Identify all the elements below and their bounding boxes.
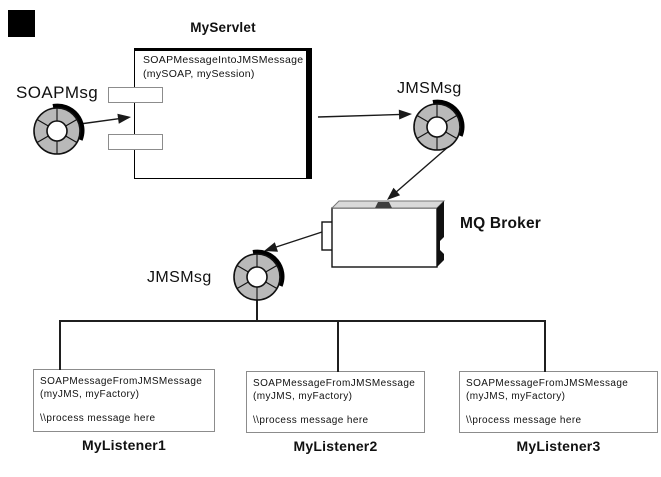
listener2-title: MyListener2 xyxy=(293,438,378,454)
soap-msg-icon xyxy=(34,106,82,154)
listener1-code-line3: \\process message here xyxy=(40,413,156,424)
jms-msg-bottom-icon xyxy=(234,252,282,300)
arrow-broker-to-jmsmsg xyxy=(264,231,323,252)
servlet-title: MyServlet xyxy=(190,20,256,35)
listener3-title: MyListener3 xyxy=(516,438,601,454)
listener2-code-line1: SOAPMessageFromJMSMessage xyxy=(253,378,416,389)
servlet-code-line1: SOAPMessageIntoJMSMessage xyxy=(143,54,304,66)
jms-msg-top-icon xyxy=(414,102,462,150)
mq-broker-label: MQ Broker xyxy=(460,215,542,232)
jms-msg-top-label: JMSMsg xyxy=(397,80,462,97)
listener1-code-line2: (myJMS, myFactory) xyxy=(40,389,140,400)
arrow-jmsmsg-to-broker xyxy=(387,146,449,200)
servlet-box xyxy=(134,48,312,179)
listener-tree-connector xyxy=(59,299,546,372)
listener3-box: SOAPMessageFromJMSMessage (myJMS, myFact… xyxy=(459,371,658,433)
jms-msg-bottom-label: JMSMsg xyxy=(147,269,212,286)
listener1-code-line1: SOAPMessageFromJMSMessage xyxy=(40,376,203,387)
listener1-box: SOAPMessageFromJMSMessage (myJMS, myFact… xyxy=(33,369,215,432)
listener3-code-line3: \\process message here xyxy=(466,415,582,426)
listener3-code-line1: SOAPMessageFromJMSMessage xyxy=(466,378,629,389)
listener3-code-line2: (myJMS, myFactory) xyxy=(466,391,566,402)
listener1-title: MyListener1 xyxy=(82,437,166,453)
arrow-servlet-to-jmsmsg xyxy=(317,109,412,120)
servlet-port-bottom xyxy=(108,134,163,150)
servlet-port-top xyxy=(108,87,163,103)
listener2-code-line2: (myJMS, myFactory) xyxy=(253,391,353,402)
arrow-soapmsg-to-servlet xyxy=(79,113,131,125)
servlet-code-line2: (mySOAP, mySession) xyxy=(143,68,255,80)
servlet-code: SOAPMessageIntoJMSMessage (mySOAP, mySes… xyxy=(143,53,311,81)
listener2-box: SOAPMessageFromJMSMessage (myJMS, myFact… xyxy=(246,371,425,433)
soap-msg-label: SOAPMsg xyxy=(16,83,99,102)
listener2-code-line3: \\process message here xyxy=(253,415,369,426)
mq-broker-slot xyxy=(375,202,392,208)
corner-marker-square xyxy=(8,10,35,37)
mq-broker-icon xyxy=(321,200,446,268)
